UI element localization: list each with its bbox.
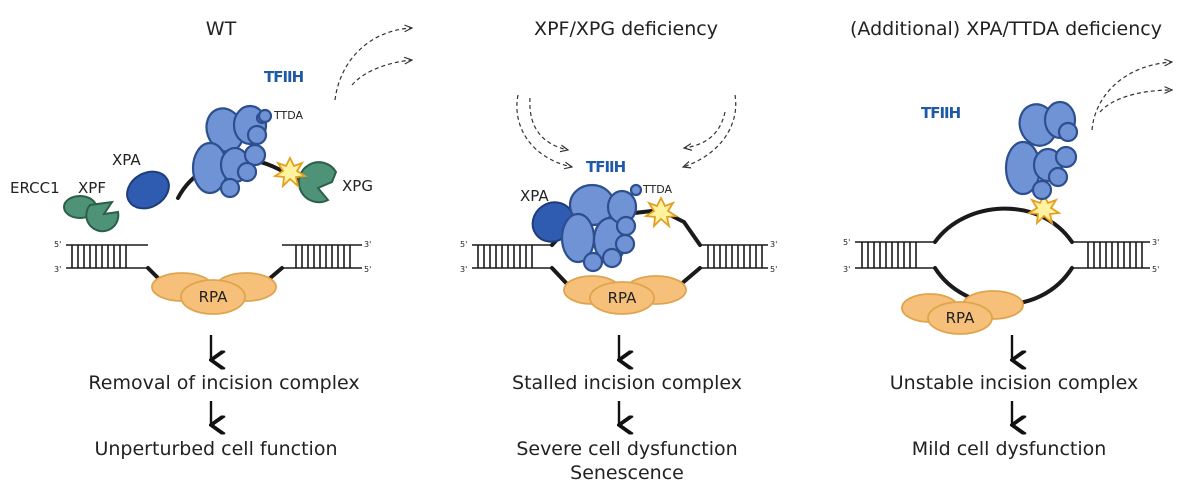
outcome-text: Mild cell dysfunction bbox=[912, 438, 1107, 460]
dna-lesion-icon bbox=[272, 155, 308, 189]
panel-xpa-ttda-deficiency: (Additional) XPA/TTDA deficiency 5' 3' 3… bbox=[843, 18, 1172, 460]
outcome-text: Unperturbed cell function bbox=[94, 438, 337, 460]
dna-duplex-right bbox=[700, 244, 768, 269]
strand-end-5: 5' bbox=[843, 238, 850, 247]
strand-end-3: 3' bbox=[460, 265, 467, 274]
recruitment-arrow bbox=[529, 97, 568, 150]
rpa-protein bbox=[151, 272, 277, 315]
panel-title: XPF/XPG deficiency bbox=[534, 18, 718, 40]
outcome-text: Severe cell dysfunction bbox=[516, 438, 737, 460]
strand-end-5: 5' bbox=[460, 240, 467, 249]
release-arrow bbox=[334, 28, 412, 101]
strand-end-3: 3' bbox=[1152, 238, 1159, 247]
rpa-label: RPA bbox=[199, 288, 229, 306]
dna-duplex-left bbox=[472, 244, 552, 269]
tfiih-complex bbox=[560, 183, 643, 273]
dna-duplex-right bbox=[282, 244, 362, 269]
release-arrow bbox=[1091, 62, 1172, 131]
release-arrow bbox=[1099, 90, 1172, 113]
tfiih-complex bbox=[191, 104, 273, 199]
recruitment-arrow bbox=[684, 111, 726, 148]
rpa-protein bbox=[901, 290, 1024, 335]
dna-duplex-right bbox=[1072, 241, 1150, 269]
dna-lesion-icon bbox=[643, 195, 679, 229]
panel-title: (Additional) XPA/TTDA deficiency bbox=[850, 18, 1162, 40]
outcome-text: Unstable incision complex bbox=[890, 372, 1138, 394]
strand-end-5: 5' bbox=[1152, 265, 1159, 274]
dna-duplex-left bbox=[66, 244, 148, 269]
panel-title: WT bbox=[206, 18, 237, 40]
strand-end-5: 5' bbox=[364, 265, 371, 274]
xpf-label: XPF bbox=[78, 179, 106, 197]
dna-lesion-icon bbox=[1026, 192, 1062, 226]
xpa-protein bbox=[126, 170, 170, 210]
strand-end-5: 5' bbox=[54, 240, 61, 249]
panel-xpf-xpg-deficiency: XPF/XPG deficiency 5' 3' 3' 5' bbox=[460, 18, 777, 484]
dna-duplex-left bbox=[855, 241, 935, 269]
ttda-label: TTDA bbox=[273, 109, 304, 122]
outcome-text: Senescence bbox=[570, 462, 684, 484]
strand-end-3: 3' bbox=[770, 240, 777, 249]
rpa-label: RPA bbox=[946, 309, 976, 327]
xpg-protein bbox=[297, 161, 338, 204]
xpg-label: XPG bbox=[342, 177, 373, 195]
ercc1-xpf-complex bbox=[63, 195, 120, 233]
xpa-label: XPA bbox=[520, 187, 549, 205]
tfiih-label: TFIIH bbox=[264, 68, 304, 86]
strand-end-5: 5' bbox=[770, 265, 777, 274]
ttda-label: TTDA bbox=[642, 183, 673, 196]
outcome-text: Removal of incision complex bbox=[88, 372, 359, 394]
recruitment-arrow bbox=[683, 94, 737, 167]
strand-end-3: 3' bbox=[843, 265, 850, 274]
recruitment-arrow bbox=[516, 94, 572, 167]
rpa-label: RPA bbox=[608, 289, 638, 307]
xpa-label: XPA bbox=[112, 151, 141, 169]
strand-end-3: 3' bbox=[54, 265, 61, 274]
outcome-text: Stalled incision complex bbox=[512, 372, 742, 394]
tfiih-complex bbox=[1004, 100, 1079, 201]
tfiih-label: TFIIH bbox=[921, 104, 961, 122]
tfiih-label: TFIIH bbox=[586, 158, 626, 176]
ercc1-label: ERCC1 bbox=[10, 179, 60, 197]
release-arrow bbox=[351, 60, 412, 86]
strand-end-3: 3' bbox=[364, 240, 371, 249]
rpa-protein bbox=[563, 275, 687, 315]
panel-wt: WT 5' 3' 3' 5' RPA bbox=[10, 18, 412, 460]
dna-strand bbox=[933, 206, 1074, 244]
